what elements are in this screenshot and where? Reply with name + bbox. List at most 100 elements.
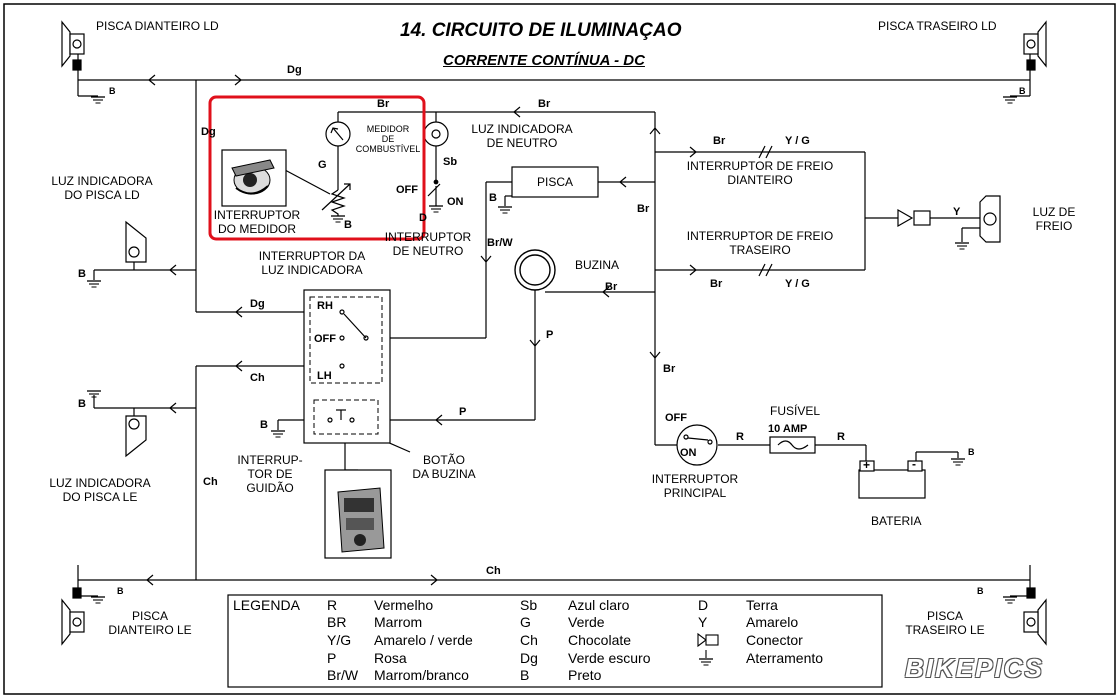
label-medidor: MEDIDOR DE COMBUSTÍVEL: [352, 124, 424, 154]
wire-label-br: Br: [663, 363, 676, 375]
legend-box: [227, 594, 883, 688]
legend-code: Y: [698, 614, 708, 630]
ground-label-b: B: [117, 586, 124, 596]
label-line: DE NEUTRO: [392, 244, 464, 258]
wire-label-r: R: [837, 431, 845, 443]
label-line: DE NEUTRO: [486, 136, 558, 150]
legend-name: Azul claro: [568, 597, 630, 613]
wire-label-sb: Sb: [443, 156, 458, 168]
label-luz-indicadora-ld: LUZ INDICADORA DO PISCA LD: [42, 174, 162, 202]
legend-name: Amarelo / verde: [374, 632, 473, 648]
label-line: LUZ DE: [1032, 205, 1076, 219]
switch-pos-off: OFF: [314, 333, 336, 345]
wire-label-yg: Y / G: [785, 278, 810, 290]
legend-code: D: [698, 597, 709, 613]
ground-label-b: B: [1019, 86, 1026, 96]
label-line: PISCA: [926, 609, 963, 623]
label-line: DE: [381, 134, 395, 144]
ground-label-b: B: [344, 219, 352, 231]
wire-label-br: Br: [710, 278, 723, 290]
label-fusivel: FUSÍVEL: [770, 404, 821, 418]
label-line: MEDIDOR: [366, 124, 410, 134]
label-line: COMBUSTÍVEL: [355, 144, 421, 154]
lamp-icon: [61, 587, 85, 646]
legend-name: Verde escuro: [568, 650, 651, 666]
label-line: DO PISCA LD: [64, 188, 140, 202]
label-luz-freio: LUZ DE FREIO: [1024, 205, 1084, 233]
legend-name: Aterramento: [746, 650, 824, 666]
legend-code: Y/G: [327, 632, 352, 648]
wire-label-p: P: [459, 406, 467, 418]
legend-name: Terra: [746, 597, 778, 613]
label-line: INTERRUPTOR DA: [258, 249, 366, 263]
wire-label-dg: Dg: [250, 298, 265, 310]
label-line: INTERRUPTOR DE FREIO: [686, 229, 834, 243]
wire-label-brw: Br/W: [487, 237, 513, 249]
highlight-box: [208, 95, 426, 241]
label-pisca-traseiro-ld: PISCA TRASEIRO LD: [878, 19, 997, 33]
lamp-icon: [1023, 20, 1047, 71]
label-line: DO PISCA LE: [62, 490, 138, 504]
ground-label-b: B: [109, 86, 116, 96]
ground-label-b: B: [977, 586, 984, 596]
label-line: GUIDÃO: [246, 481, 294, 495]
legend-name: Verde: [568, 614, 605, 630]
label-interruptor-luz-indicadora: INTERRUPTOR DA LUZ INDICADORA: [252, 249, 372, 277]
legend-name: Marrom/branco: [374, 667, 469, 683]
main-switch-off: OFF: [665, 412, 687, 424]
label-line: DO MEDIDOR: [218, 222, 296, 236]
legend-name: Conector: [746, 632, 803, 648]
label-luz-indicadora-neutro: LUZ INDICADORA DE NEUTRO: [462, 122, 582, 150]
wire-label-yg: Y / G: [785, 135, 810, 147]
legend-connector-icon: [697, 632, 719, 648]
label-line: DA BUZINA: [412, 467, 476, 481]
neutral-switch-on: ON: [447, 196, 464, 208]
ground-label-b: B: [489, 192, 497, 204]
wire-label-br: Br: [538, 98, 551, 110]
ground-label-b: B: [78, 268, 86, 280]
battery-plus: +: [863, 458, 871, 472]
wire-label-dg: Dg: [287, 64, 302, 76]
ground-label-b: B: [968, 447, 975, 457]
fuel-sender-icon: [284, 169, 351, 216]
wire-label-ch: Ch: [486, 565, 501, 577]
wire-label-dg: Dg: [201, 126, 216, 138]
label-interruptor-medidor: INTERRUPTOR DO MEDIDOR: [208, 208, 306, 236]
label-pisca: PISCA: [536, 175, 573, 189]
label-interruptor-principal: INTERRUPTOR PRINCIPAL: [640, 472, 750, 500]
wire-label-br: Br: [377, 98, 390, 110]
legend-code: G: [520, 614, 531, 630]
wire-label-ch: Ch: [203, 476, 218, 488]
neutral-indicator-icon: [423, 121, 449, 147]
label-line: INTERRUPTOR DE FREIO: [686, 159, 834, 173]
label-botao-buzina: BOTÃO DA BUZINA: [402, 453, 486, 481]
legend-code: P: [327, 650, 337, 666]
label-luz-indicadora-le: LUZ INDICADORA DO PISCA LE: [40, 476, 160, 504]
handlebar-switch-box: [303, 289, 391, 444]
horn-icon: [514, 249, 556, 291]
label-freio-dianteiro: INTERRUPTOR DE FREIO DIANTEIRO: [680, 159, 840, 187]
label-pisca-dianteiro-le: PISCA DIANTEIRO LE: [100, 609, 200, 637]
label-line: DIANTEIRO: [727, 173, 793, 187]
neutral-switch-off: OFF: [396, 184, 418, 196]
label-pisca-traseiro-le: PISCA TRASEIRO LE: [895, 609, 995, 637]
legend-code: B: [520, 667, 530, 683]
legend-title: LEGENDA: [233, 597, 300, 613]
legend-name: Rosa: [374, 650, 407, 666]
switch-pos-rh: RH: [317, 300, 333, 312]
pisca-relay: [511, 166, 599, 198]
wire-label-y: Y: [953, 206, 961, 218]
legend-code: Sb: [520, 597, 538, 613]
neutral-switch-icon: [427, 179, 441, 206]
connector-icon: [897, 208, 931, 228]
switch-pos-lh: LH: [317, 370, 332, 382]
ground-label-b: B: [260, 419, 268, 431]
label-line: FREIO: [1035, 219, 1073, 233]
watermark-logo: BIKEPICS: [905, 653, 1044, 683]
label-line: TRASEIRO: [729, 243, 791, 257]
label-line: LUZ INDICADORA: [51, 174, 153, 188]
label-interruptor-neutro: INTERRUPTOR DE NEUTRO: [380, 230, 476, 258]
wire-label-ch: Ch: [250, 372, 265, 384]
wire-label-br: Br: [605, 281, 618, 293]
legend-code: Dg: [520, 650, 538, 666]
